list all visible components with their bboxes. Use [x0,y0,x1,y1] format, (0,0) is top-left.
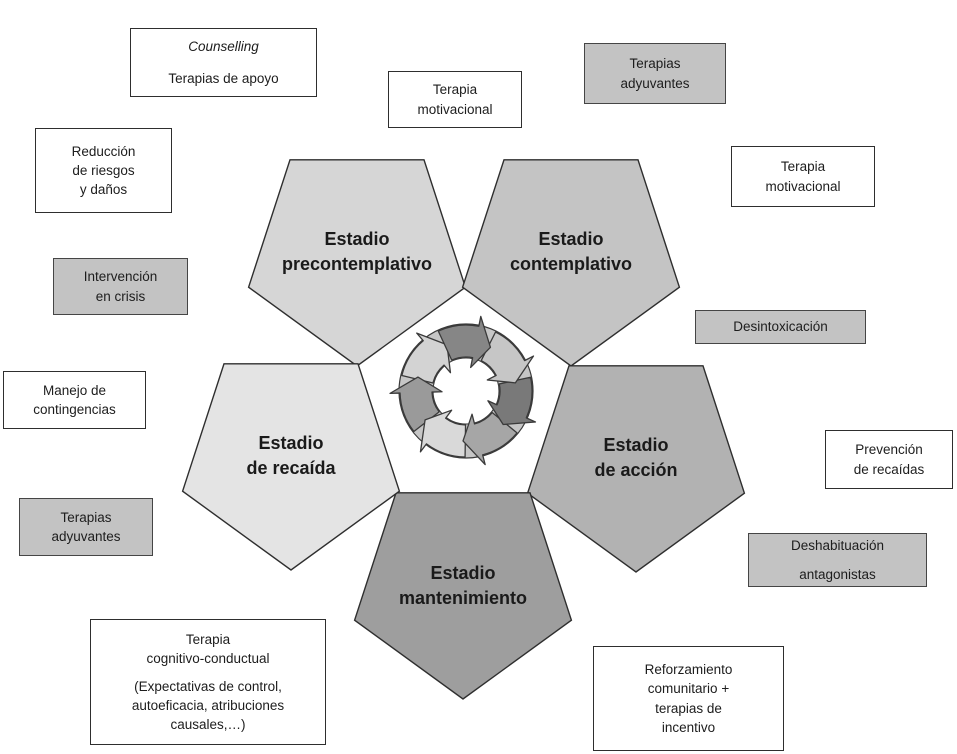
box-line: Reforzamiento [644,662,733,678]
community-reinforcement-box: Reforzamiento comunitario + terapias de … [593,646,784,751]
relapse-pentagon [181,363,401,571]
stage-label-line: Estadio [538,229,604,250]
contemplative-stage-label: Estadio contemplativo [510,227,632,277]
box-paragraph: Terapia cognitivo-conductual [146,630,269,668]
box-line: (Expectativas de control, [134,678,282,694]
stage-label-line: mantenimiento [398,588,528,608]
box-line: contingencias [33,402,116,417]
counselling-support-box: Counselling Terapias de apoyo [130,28,317,97]
box-line: y daños [79,182,128,198]
change-cycle-icon [389,315,537,466]
cycle-arrow-icon [419,409,467,458]
cycle-arrow-icon [462,411,518,466]
motivational-therapy-top-box: Terapia motivacional [388,71,522,128]
antagonist-cessation-box: Deshabituación antagonistas [748,533,927,587]
box-line: Terapias [60,509,112,525]
box-line: Intervención [83,269,158,285]
box-line: incentivo [661,719,716,735]
box-line: motivacional [765,178,841,194]
stage-label-line: Estadio [324,229,390,250]
stage-label-line: contemplativo [509,254,633,274]
adjuvant-therapies-left-box: Terapias adyuvantes [19,498,153,556]
box-line: Terapia [780,159,826,175]
box-line: adyuvantes [51,529,121,544]
motivational-therapy-right-box: Terapia motivacional [731,146,875,207]
box-line: cognitivo-conductual [146,650,270,666]
action-pentagon [526,365,746,573]
relapse-prevention-box: Prevención de recaídas [825,430,953,489]
box-line: Terapia [185,631,231,647]
cycle-arrow-icon [437,315,492,369]
box-paragraph: (Expectativas de control, autoeficacia, … [132,677,284,734]
box-line: comunitario + [647,681,730,697]
cognitive-behavioral-therapy-box: Terapia cognitivo-conductual (Expectativ… [90,619,326,745]
box-line: de recaídas [853,461,925,477]
stage-label-line: de acción [594,460,678,480]
stage-label-line: precontemplativo [281,254,433,274]
box-line: de riesgos [72,162,135,178]
adjuvant-therapies-top-box: Terapias adyuvantes [584,43,726,104]
contingency-management-box: Manejo de contingencias [3,371,146,429]
cycle-arrow-icon [401,332,452,384]
box-line: causales,…) [170,717,246,733]
cycle-arrow-icon [480,331,535,384]
box-line: en crisis [95,288,146,304]
maintenance-pentagon [353,492,573,700]
contemplative-pentagon [461,159,681,367]
stage-label-line: de recaída [246,458,336,478]
box-line: autoeficacia, atribuciones [131,698,285,714]
detoxification-box: Desintoxicación [695,310,866,344]
harm-reduction-box: Reducción de riesgos y daños [35,128,172,213]
box-line: Counselling [188,38,259,54]
box-line: motivacional [417,101,493,117]
box-line: Desintoxicación [733,319,828,335]
precontemplative-pentagon [247,159,467,367]
crisis-intervention-box: Intervención en crisis [53,258,188,315]
action-stage-label: Estadio de acción [594,433,677,483]
box-line: terapias de [655,700,722,716]
precontemplative-stage-label: Estadio precontemplativo [282,227,432,277]
box-line: Manejo de [42,382,107,398]
box-line: adyuvantes [620,75,690,91]
box-line: Terapias [629,56,681,72]
stage-label-line: Estadio [603,435,669,456]
box-line: Terapia [432,82,478,98]
box-line: Terapias de apoyo [168,71,279,86]
maintenance-stage-label: Estadio mantenimiento [399,561,527,611]
box-line: antagonistas [799,566,876,582]
stage-label-line: Estadio [430,563,496,584]
relapse-stage-label: Estadio de recaída [246,431,335,481]
box-line: Deshabituación [790,538,885,554]
box-line: Prevención [855,442,923,458]
cycle-arrow-icon [487,376,537,426]
stage-label-line: Estadio [258,433,324,454]
box-line: Reducción [71,143,136,159]
